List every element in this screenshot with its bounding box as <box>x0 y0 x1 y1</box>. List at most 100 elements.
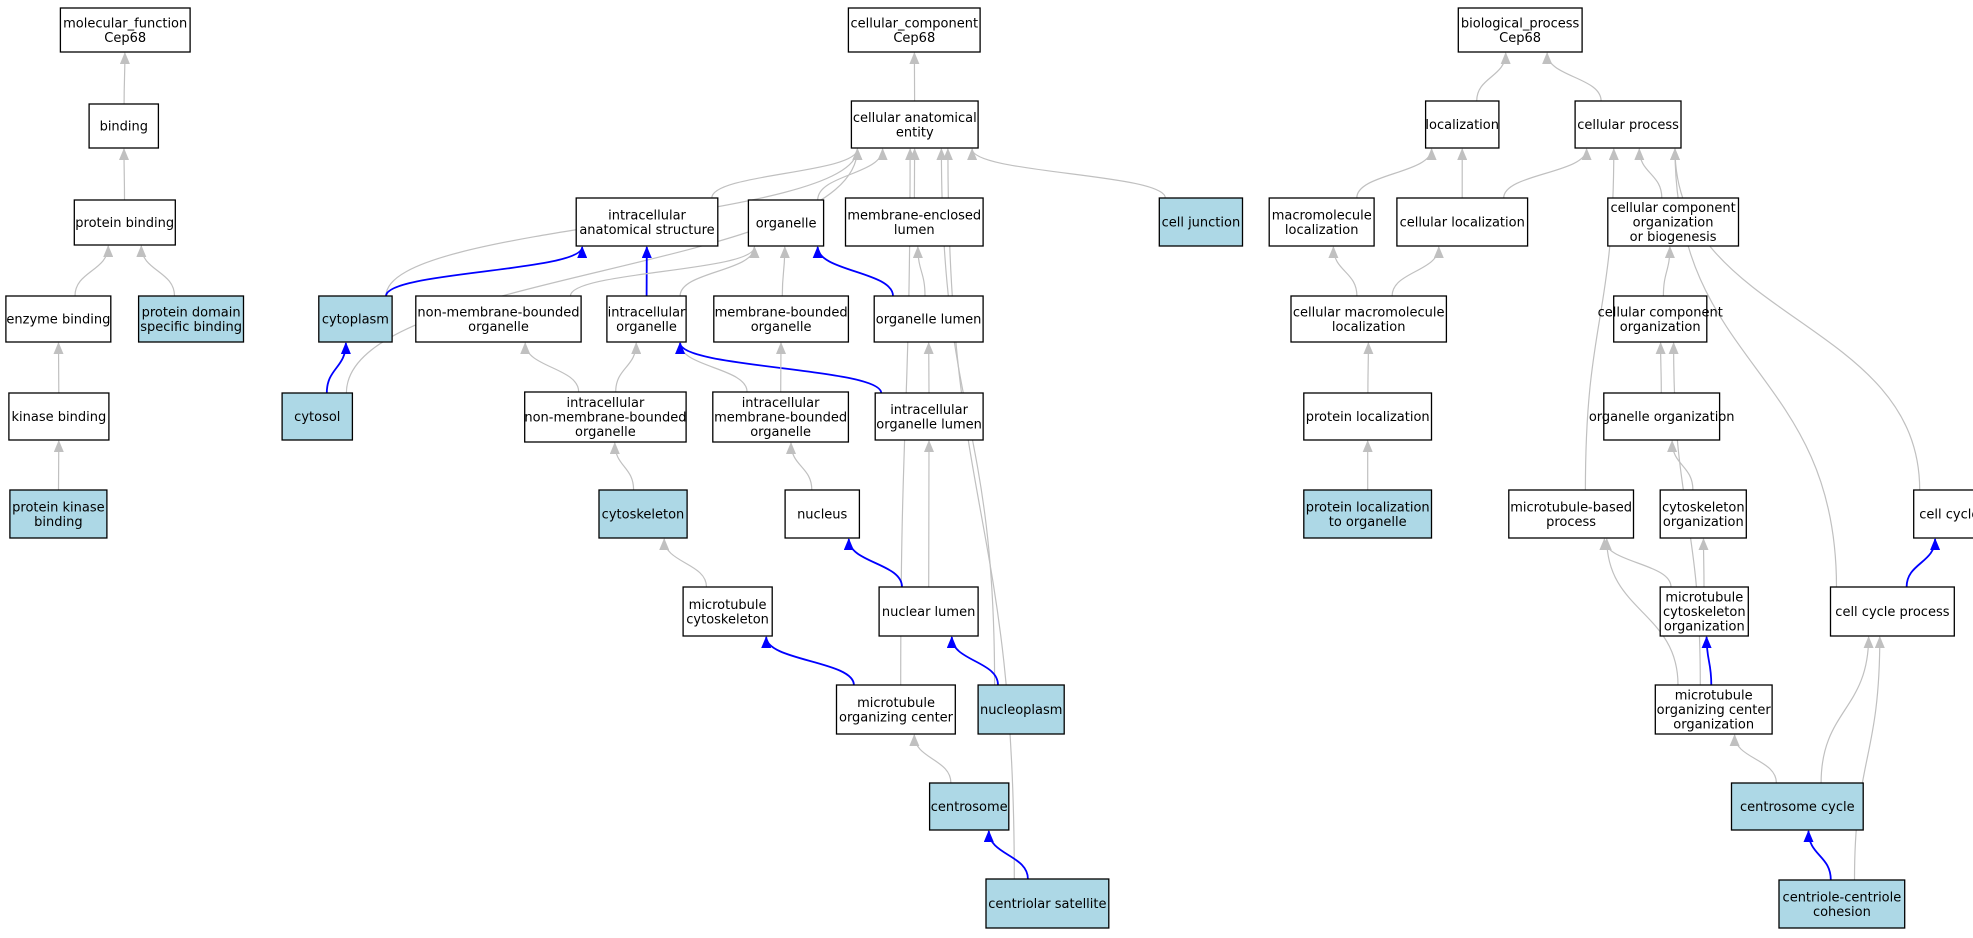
node-centrosome-cycle[interactable]: centrosome cycle <box>1732 783 1864 830</box>
node-prot-loc[interactable]: protein localization <box>1304 393 1432 440</box>
edge-is-a-ccob-to-cellular-process <box>1639 149 1662 198</box>
edge-part-of-nucleoplasm-to-nuclear-lumen <box>952 637 998 685</box>
node-label: specific binding <box>140 320 242 335</box>
node-centrosome[interactable]: centrosome <box>930 783 1009 830</box>
edge-is-a-mtco-to-cyto-org <box>1704 539 1705 587</box>
edge-is-a-cco-to-ccob <box>1663 247 1670 296</box>
node-label: microtubule <box>1675 689 1753 704</box>
node-label: organization <box>1664 620 1745 635</box>
node-label: cellular process <box>1577 118 1679 133</box>
node-label: biological_process <box>1461 16 1580 31</box>
node-label: organization <box>1673 718 1754 733</box>
node-label: cell cycle process <box>1835 605 1949 620</box>
node-label: organelle <box>756 217 817 232</box>
node-label: organelle <box>468 320 529 335</box>
edge-part-of-centriolar-satellite-to-centrosome <box>989 831 1028 879</box>
node-label: intracellular <box>890 403 968 418</box>
node-cell-junction[interactable]: cell junction <box>1159 198 1242 246</box>
node-inmbo[interactable]: intracellularnon-membrane-boundedorganel… <box>524 392 686 442</box>
node-label: Cep68 <box>893 31 935 46</box>
node-nucleus[interactable]: nucleus <box>785 490 859 538</box>
edge-is-a-ol-to-mel <box>918 247 925 296</box>
node-label: kinase binding <box>12 410 107 425</box>
node-label: organizing center <box>1657 703 1772 718</box>
node-label: membrane-bounded <box>714 411 847 426</box>
edge-layer <box>59 53 1936 880</box>
node-label: cohesion <box>1813 905 1871 920</box>
node-label: protein domain <box>142 305 241 320</box>
node-label: organelle lumen <box>876 417 982 432</box>
node-label: to organelle <box>1329 515 1407 530</box>
node-label: nuclear lumen <box>882 605 975 620</box>
node-label: enzyme binding <box>6 313 110 328</box>
node-label: protein binding <box>75 216 174 231</box>
node-nucleoplasm[interactable]: nucleoplasm <box>978 685 1064 734</box>
node-label: organelle <box>575 425 636 440</box>
node-label: centriolar satellite <box>988 897 1106 912</box>
node-ccp[interactable]: cell cycle process <box>1831 587 1955 636</box>
node-cytoskeleton[interactable]: cytoskeleton <box>599 490 687 538</box>
edge-is-a-cell-loc-to-cellular-process <box>1504 149 1587 198</box>
node-label: macromolecule <box>1272 208 1372 223</box>
node-localization[interactable]: localization <box>1425 101 1499 148</box>
node-label: localization <box>1332 320 1406 335</box>
node-centriolar-satellite[interactable]: centriolar satellite <box>986 879 1109 928</box>
node-cytosol[interactable]: cytosol <box>282 393 352 440</box>
node-label: microtubule-based <box>1510 500 1632 515</box>
node-label: cytoskeleton <box>602 508 685 523</box>
node-label: centriole-centriole <box>1783 890 1902 905</box>
edge-part-of-ccp-to-cell-cycle <box>1907 539 1936 587</box>
node-kinase-binding[interactable]: kinase binding <box>9 393 109 440</box>
node-ol[interactable]: organelle lumen <box>874 296 983 342</box>
edge-is-a-mtco-to-mtbp <box>1604 539 1671 587</box>
node-protein-binding[interactable]: protein binding <box>74 200 175 245</box>
node-organelle[interactable]: organelle <box>748 200 823 246</box>
edge-is-a-nucleus-to-imbo <box>791 443 812 490</box>
node-org-org[interactable]: organelle organization <box>1589 393 1735 440</box>
node-nuclear-lumen[interactable]: nuclear lumen <box>879 587 978 636</box>
edge-part-of-ol-to-organelle <box>818 247 893 296</box>
node-cytoplasm[interactable]: cytoplasm <box>319 296 392 342</box>
edge-is-a-imbo-to-io <box>680 343 747 392</box>
node-cellular-process[interactable]: cellular process <box>1575 101 1681 148</box>
node-label: Cep68 <box>1499 31 1541 46</box>
node-label: cytoskeleton <box>1662 500 1745 515</box>
edge-is-a-cml-to-cell-loc <box>1392 247 1439 296</box>
node-enzyme-binding[interactable]: enzyme binding <box>6 296 111 342</box>
node-label: binding <box>100 120 148 135</box>
node-binding[interactable]: binding <box>89 104 158 148</box>
node-cell-loc[interactable]: cellular localization <box>1397 198 1528 246</box>
node-label: Cep68 <box>104 31 146 46</box>
edge-part-of-cytoplasm-to-ias <box>386 247 582 296</box>
edge-is-a-localization-to-bp <box>1477 53 1506 101</box>
edge-is-a-cytoskeleton-to-inmbo <box>615 443 634 490</box>
node-cell-cycle[interactable]: cell cycle <box>1914 490 1973 538</box>
